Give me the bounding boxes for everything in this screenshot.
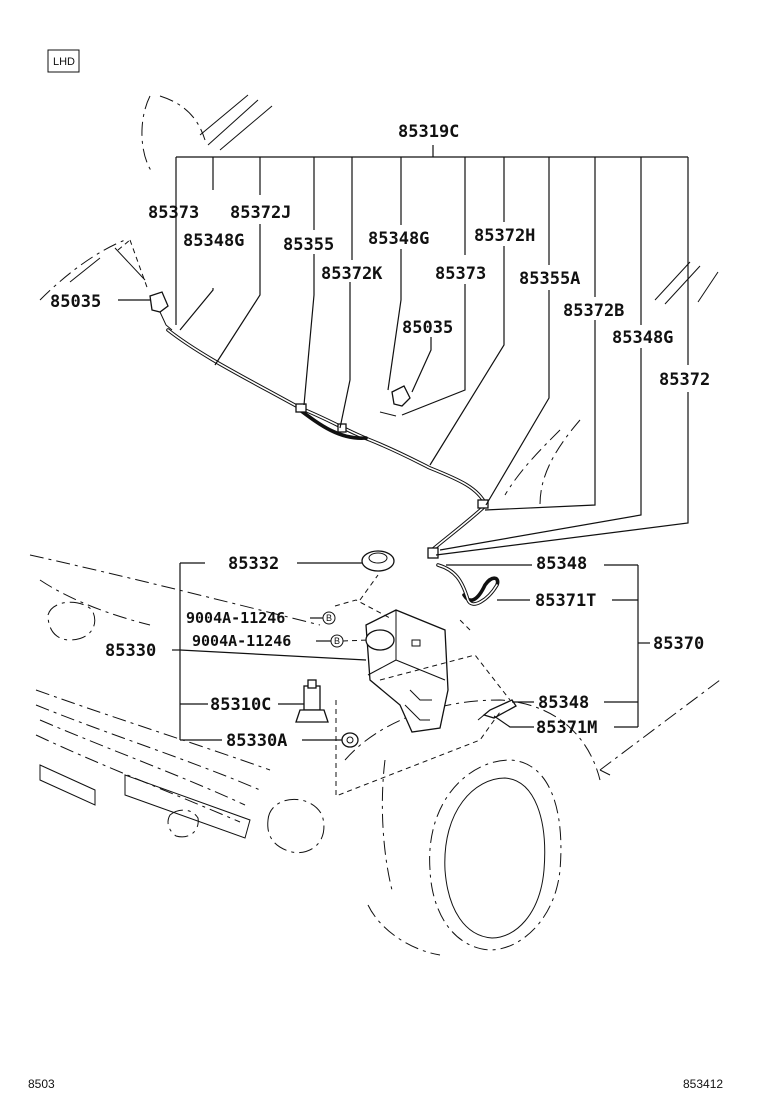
guide-lines: [117, 239, 511, 797]
washer-hose-assembly: [166, 328, 500, 606]
leader-lines: [118, 145, 689, 741]
label-85348G-b: 85348G: [368, 229, 429, 249]
label-85330: 85330: [105, 641, 156, 661]
washer-pump: [295, 679, 329, 723]
lhd-tag: LHD: [47, 49, 80, 73]
label-85371M: 85371M: [536, 718, 597, 738]
bolt-marker-b: B: [330, 634, 344, 648]
label-85370: 85370: [653, 634, 704, 654]
part-labels: 85319C 85373 85372J 85348G 85355 85348G …: [50, 122, 710, 751]
label-85332: 85332: [228, 554, 279, 574]
vehicle-outline: [29, 94, 721, 956]
label-85348-b: 85348: [538, 693, 589, 713]
lhd-tag-text: LHD: [53, 56, 75, 68]
label-85372B: 85372B: [563, 301, 624, 321]
check-valve-lower: [477, 699, 517, 721]
footer-right-code: 853412: [683, 1077, 723, 1091]
tank-cap: [361, 550, 395, 572]
washer-nozzle-right: [379, 385, 411, 417]
label-85373-a: 85373: [148, 203, 199, 223]
label-85373-b: 85373: [435, 264, 486, 284]
label-85319C: 85319C: [398, 122, 459, 142]
label-9004A-b: 9004A-11246: [192, 632, 291, 650]
bolt-mark-b: B: [334, 636, 340, 646]
label-85372J: 85372J: [230, 203, 291, 223]
label-85348G-c: 85348G: [612, 328, 673, 348]
label-85372K: 85372K: [321, 264, 383, 284]
label-85348-a: 85348: [536, 554, 587, 574]
label-85355: 85355: [283, 235, 334, 255]
label-85310C: 85310C: [210, 695, 271, 715]
bolt-marker-a: B: [322, 611, 336, 625]
washer-tank: [365, 609, 449, 733]
label-85035-b: 85035: [402, 318, 453, 338]
label-85372H: 85372H: [474, 226, 535, 246]
label-85372: 85372: [659, 370, 710, 390]
footer-left-code: 8503: [28, 1077, 55, 1091]
label-9004A-a: 9004A-11246: [186, 609, 285, 627]
label-85330A: 85330A: [226, 731, 287, 751]
label-85348G-a: 85348G: [183, 231, 244, 251]
label-85355A: 85355A: [519, 269, 580, 289]
washer-nozzle-left: [149, 291, 173, 331]
label-85371T: 85371T: [535, 591, 596, 611]
label-85035-a: 85035: [50, 292, 101, 312]
bolt-mark-a: B: [326, 613, 332, 623]
footer: 8503 853412: [28, 1077, 723, 1091]
pump-grommet: [341, 732, 359, 748]
